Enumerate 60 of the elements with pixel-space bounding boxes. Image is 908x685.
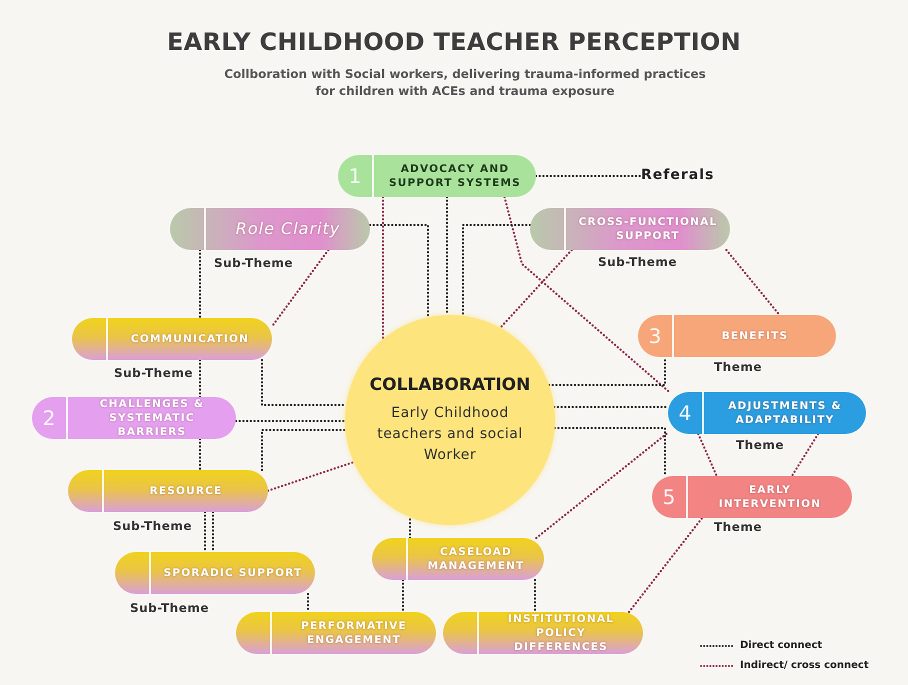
cross-connect-line (790, 432, 820, 478)
cross-connect-line (382, 196, 384, 340)
sub-theme-pill (443, 612, 643, 654)
cross-connect-line (503, 196, 670, 394)
theme-label: COMMUNICATION (130, 332, 250, 346)
theme-caption: Sub-Theme (114, 366, 194, 380)
cross-connect-line (270, 248, 330, 328)
theme-pill (32, 397, 236, 439)
theme-label: CHALLENGES & SYSTEMATIC BARRIERS (98, 396, 206, 440)
theme-number: 1 (348, 164, 362, 188)
direct-connect-line (534, 578, 536, 614)
direct-connect-line (534, 174, 642, 178)
circle-text: Early Childhood teachers and social Worker (376, 404, 524, 464)
cross-connect-line (697, 432, 718, 478)
legend-label: Direct connect (740, 640, 822, 651)
cross-connect-line (499, 248, 573, 329)
theme-number: 4 (678, 401, 692, 425)
sub-theme-pill (236, 612, 436, 654)
theme-label: SPORADIC SUPPORT (164, 566, 302, 580)
theme-label: BENEFITS (722, 328, 788, 344)
theme-number: 2 (42, 406, 56, 430)
direct-connect-line (462, 224, 532, 317)
theme-label: Role Clarity (236, 218, 340, 240)
referrals-label: Referals (641, 167, 714, 183)
sub-theme-pill (372, 538, 544, 580)
subtitle: Collboration with Social workers, delivering trauma-informed practices for children with ACEs and trauma exposure (223, 66, 707, 100)
direct-connect-line (408, 516, 412, 540)
theme-label: ADVOCACY AND SUPPORT SYSTEMS (388, 162, 522, 190)
cross-connect-line (725, 248, 781, 316)
direct-connect-line (368, 224, 430, 318)
direct-connect-line (402, 578, 404, 614)
direct-connect-line (234, 420, 346, 422)
theme-label: RESOURCE (150, 484, 222, 498)
theme-pill (338, 155, 536, 197)
cross-connect-line (628, 516, 704, 614)
direct-connect-line (553, 406, 670, 408)
theme-caption: Sub-Theme (113, 519, 192, 533)
legend-label: Indirect/ cross connect (740, 660, 869, 671)
theme-label: CASELOAD MANAGEMENT (426, 544, 526, 574)
circle-heading: COLLABORATION (370, 374, 530, 394)
cross-connect-line (535, 432, 670, 540)
theme-caption: Sub-Theme (598, 255, 678, 269)
theme-label: ADJUSTMENTS & ADAPTABILITY (727, 398, 843, 428)
theme-number: 5 (662, 485, 676, 509)
direct-connect-line (198, 438, 202, 472)
cross-connect-line (266, 461, 355, 492)
direct-connect-line (260, 428, 347, 472)
theme-caption: Theme (714, 520, 762, 534)
theme-caption: Theme (714, 360, 762, 374)
direct-connect-line (198, 248, 202, 320)
theme-caption: Theme (736, 438, 784, 452)
theme-label: EARLY INTERVENTION (718, 482, 822, 512)
theme-label: PERFORMATIVE ENGAGEMENT (300, 618, 408, 648)
theme-caption: Sub-Theme (130, 601, 210, 615)
theme-number: 3 (648, 324, 662, 348)
diagram-title: EARLY CHILDHOOD TEACHER PERCEPTION (166, 28, 742, 56)
theme-label: CROSS-FUNCTIONAL SUPPORT (578, 214, 718, 244)
theme-caption: Sub-Theme (214, 256, 294, 270)
direct-connect-line (198, 358, 202, 398)
theme-label: INSTITUTIONAL POLICY DIFFERENCES (506, 612, 616, 654)
